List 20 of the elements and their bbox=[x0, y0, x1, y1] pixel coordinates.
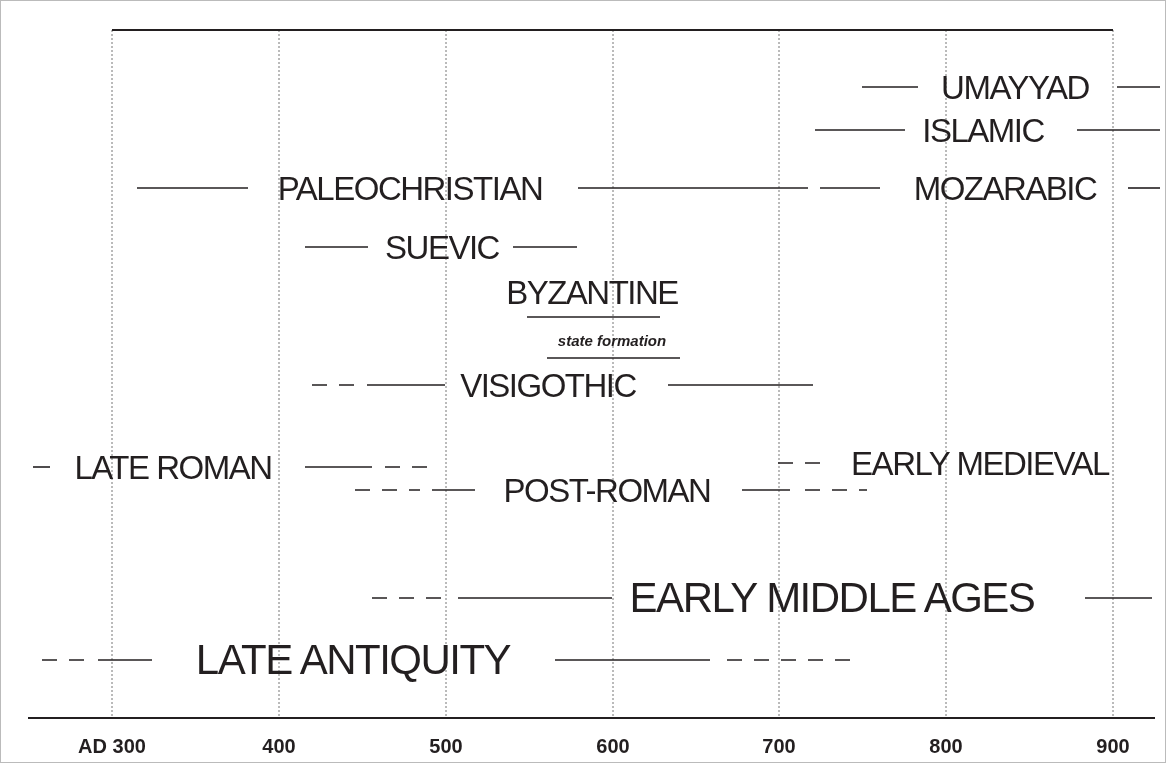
period-label: SUEVIC bbox=[385, 230, 499, 264]
period-label: UMAYYAD bbox=[941, 70, 1089, 104]
period-label: EARLY MIDDLE AGES bbox=[629, 577, 1035, 619]
period-label: LATE ROMAN bbox=[74, 450, 272, 484]
axis-tick-label: AD 300 bbox=[78, 736, 146, 756]
axis-tick-label: 500 bbox=[429, 736, 463, 756]
note-label: state formation bbox=[557, 332, 667, 348]
period-label: POST-ROMAN bbox=[503, 473, 711, 507]
period-label: VISIGOTHIC bbox=[460, 368, 636, 402]
period-label: EARLY MEDIEVAL bbox=[851, 446, 1109, 480]
period-label: ISLAMIC bbox=[922, 113, 1044, 147]
period-label: LATE ANTIQUITY bbox=[195, 639, 511, 681]
period-label: PALEOCHRISTIAN bbox=[277, 171, 543, 205]
axis-tick-label: 900 bbox=[1096, 736, 1130, 756]
axis-tick-label: 800 bbox=[929, 736, 963, 756]
period-label: BYZANTINE bbox=[506, 275, 678, 309]
axis-tick-label: 700 bbox=[762, 736, 796, 756]
axis-tick-label: 600 bbox=[596, 736, 630, 756]
period-label: MOZARABIC bbox=[913, 171, 1097, 205]
axis-tick-label: 400 bbox=[262, 736, 296, 756]
